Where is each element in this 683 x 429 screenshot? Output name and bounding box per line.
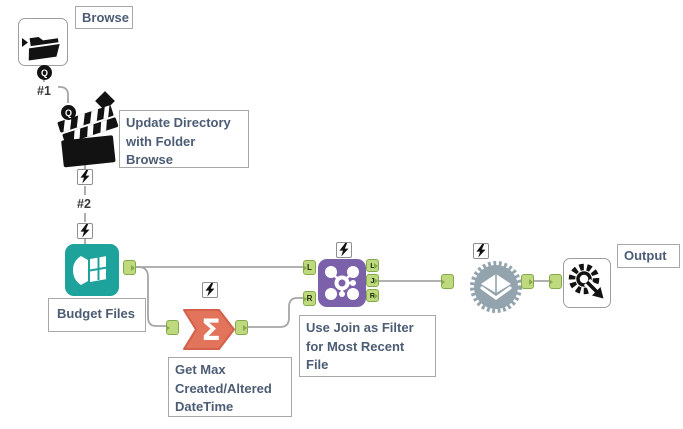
anchor-summarize-output[interactable]: [235, 320, 248, 335]
anchor-input-data-output[interactable]: [123, 260, 136, 275]
annotation-budget-files[interactable]: Budget Files: [48, 298, 146, 332]
summarize-sigma-icon: Σ: [183, 309, 235, 350]
connection-browse-to-action[interactable]: [57, 86, 69, 103]
anchor-summarize-input[interactable]: [166, 320, 179, 335]
annotation-output[interactable]: Output: [617, 244, 680, 268]
lightning-icon: [80, 224, 90, 238]
lightning-anchor-input-in[interactable]: [77, 223, 93, 239]
anchor-join-output-left[interactable]: L: [366, 259, 379, 272]
folder-icon: [22, 36, 60, 61]
macro-output-gear-arrow-icon: [568, 263, 607, 302]
action-tool[interactable]: [52, 90, 120, 168]
anchor-dynamic-input-in[interactable]: [441, 274, 454, 289]
connection-label-2[interactable]: #2: [70, 197, 98, 211]
join-tool[interactable]: [318, 259, 366, 307]
annotation-update-directory[interactable]: Update Directory with Folder Browse: [119, 110, 249, 168]
dynamic-input-tool[interactable]: [469, 260, 523, 314]
lightning-icon: [80, 170, 90, 184]
anchor-dynamic-input-out[interactable]: [521, 274, 534, 289]
annotation-browse[interactable]: Browse: [75, 6, 133, 29]
connection-input-to-summarize[interactable]: [136, 266, 166, 327]
lightning-icon: [205, 283, 215, 297]
input-data-book-icon: [73, 256, 108, 285]
anchor-join-output-right[interactable]: R: [366, 289, 379, 302]
lightning-icon: [476, 244, 486, 258]
input-data-tool[interactable]: [65, 244, 119, 296]
summarize-tool[interactable]: Σ: [180, 305, 238, 354]
folder-browse-tool[interactable]: [18, 18, 68, 66]
anchor-macro-output-in[interactable]: [549, 274, 562, 289]
connection-summarize-to-join-r[interactable]: [248, 297, 303, 328]
anchor-join-output-join[interactable]: J: [366, 274, 379, 287]
lightning-anchor-action-out[interactable]: [77, 169, 93, 185]
question-anchor-action[interactable]: Q: [61, 105, 76, 120]
dynamic-input-gear-book-icon: [470, 261, 522, 313]
lightning-anchor-summarize[interactable]: [202, 282, 218, 298]
macro-output-tool[interactable]: [563, 258, 611, 308]
svg-text:Σ: Σ: [201, 313, 221, 347]
anchor-join-input-right[interactable]: R: [303, 291, 316, 306]
action-clapperboard-icon: [57, 91, 119, 168]
connection-label-1[interactable]: #1: [30, 84, 58, 98]
annotation-use-join[interactable]: Use Join as Filter for Most Recent File: [299, 315, 436, 377]
lightning-icon: [339, 243, 349, 257]
anchor-join-input-left[interactable]: L: [303, 260, 316, 275]
join-network-icon: [325, 266, 359, 300]
lightning-anchor-join[interactable]: [336, 242, 352, 258]
question-anchor-browse[interactable]: Q: [37, 65, 52, 80]
annotation-get-max[interactable]: Get Max Created/Altered DateTime: [168, 357, 292, 417]
lightning-anchor-dynamic-input[interactable]: [473, 243, 489, 259]
